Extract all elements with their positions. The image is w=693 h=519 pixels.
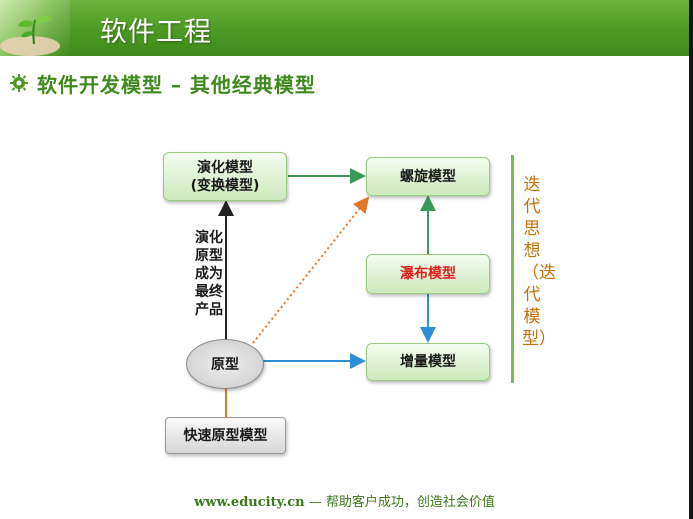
prototype-label: 原型 <box>211 357 239 373</box>
side-divider <box>511 155 514 383</box>
evolution-model-label: 演化模型 (变换模型) <box>190 159 260 194</box>
slide-header: 软件工程 <box>0 0 689 56</box>
footer-dash: — <box>308 495 322 510</box>
slide-footer: www.educity.cn — 帮助客户成功，创造社会价值 <box>0 491 689 510</box>
rapid-prototype-label: 快速原型模型 <box>183 427 268 444</box>
iteration-side-label: 迭代思想（迭代模型） <box>522 175 556 349</box>
footer-slogan: 帮助客户成功，创造社会价值 <box>325 495 495 510</box>
slide-subtitle: 软件开发模型 – 其他经典模型 <box>37 72 316 97</box>
evolution-edge-label: 演化原型成为最终产品 <box>195 230 223 318</box>
rapid-prototype-node: 快速原型模型 <box>165 417 286 454</box>
spiral-model-label: 螺旋模型 <box>400 168 456 185</box>
header-title: 软件工程 <box>100 17 212 48</box>
waterfall-model-node: 瀑布模型 <box>366 254 490 294</box>
incremental-model-label: 增量模型 <box>400 354 456 370</box>
footer-url: www.educity.cn <box>194 495 305 510</box>
evolution-model-node: 演化模型 (变换模型) <box>163 152 287 201</box>
arrow-prototype-to-spiral-dotted <box>252 196 370 344</box>
spiral-model-node: 螺旋模型 <box>366 157 490 196</box>
screen-edge-bar <box>689 0 693 519</box>
plant-logo-icon <box>0 0 70 56</box>
prototype-node: 原型 <box>186 339 264 389</box>
incremental-model-node: 增量模型 <box>366 343 490 381</box>
waterfall-model-label: 瀑布模型 <box>400 266 456 282</box>
gear-bullet-icon <box>10 74 28 92</box>
subtitle-row: 软件开发模型 – 其他经典模型 <box>9 70 316 97</box>
